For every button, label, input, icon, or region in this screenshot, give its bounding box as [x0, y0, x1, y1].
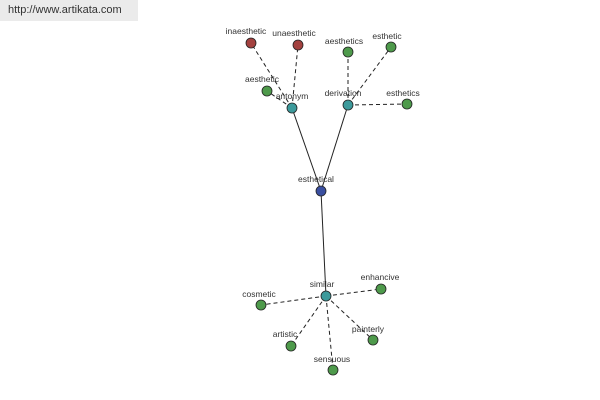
- node-relation-derivation[interactable]: derivation: [325, 88, 362, 111]
- edge-center-antonym: [291, 107, 322, 192]
- edge-antonym-aesthetic: [266, 90, 293, 109]
- node-word-esthetics-dot[interactable]: [401, 98, 413, 110]
- node-relation-antonym-label: antonym: [276, 91, 309, 101]
- edge-similar-painterly: [325, 295, 374, 341]
- node-word-sensuous-label: sensuous: [314, 354, 350, 364]
- node-center-label: esthetical: [298, 174, 334, 184]
- node-word-esthetic-dot[interactable]: [385, 41, 397, 53]
- node-relation-similar-dot[interactable]: [320, 290, 332, 302]
- edge-antonym-unaesthetic: [291, 44, 299, 109]
- node-word-painterly-dot[interactable]: [367, 334, 379, 346]
- node-relation-derivation-dot[interactable]: [342, 99, 354, 111]
- node-word-esthetic-label: esthetic: [372, 31, 402, 41]
- node-center[interactable]: esthetical: [298, 174, 334, 197]
- node-relation-derivation-label: derivation: [325, 88, 362, 98]
- node-word-artistic-label: artistic: [273, 329, 298, 339]
- node-word-sensuous-dot[interactable]: [327, 364, 339, 376]
- node-center-dot[interactable]: [315, 185, 327, 197]
- edge-similar-sensuous: [325, 295, 334, 371]
- node-word-cosmetic[interactable]: cosmetic: [242, 289, 277, 311]
- node-word-enhancive[interactable]: enhancive: [361, 272, 400, 295]
- node-relation-antonym-dot[interactable]: [286, 102, 298, 114]
- edge-similar-artistic: [290, 295, 327, 347]
- node-word-enhancive-label: enhancive: [361, 272, 400, 282]
- node-word-esthetic[interactable]: esthetic: [372, 31, 402, 53]
- node-word-inaesthetic-dot[interactable]: [245, 37, 257, 49]
- node-word-aesthetic[interactable]: aesthetic: [245, 74, 280, 97]
- node-word-esthetics[interactable]: esthetics: [386, 88, 420, 110]
- edge-antonym-inaesthetic: [250, 42, 293, 109]
- node-word-inaesthetic[interactable]: inaesthetic: [226, 26, 267, 49]
- edges: [250, 42, 408, 371]
- node-word-aesthetic-dot[interactable]: [261, 85, 273, 97]
- edge-center-similar: [320, 190, 327, 297]
- node-word-unaesthetic-label: unaesthetic: [272, 28, 316, 38]
- node-word-aesthetics-dot[interactable]: [342, 46, 354, 58]
- watermark: http://www.artikata.com: [0, 0, 138, 21]
- node-word-sensuous[interactable]: sensuous: [314, 354, 350, 376]
- node-word-painterly[interactable]: painterly: [352, 324, 385, 346]
- node-word-aesthetics-label: aesthetics: [325, 36, 363, 46]
- edge-derivation-esthetic: [347, 46, 392, 106]
- node-word-unaesthetic-dot[interactable]: [292, 39, 304, 51]
- node-word-artistic-dot[interactable]: [285, 340, 297, 352]
- nodes: esthetical antonym derivation similar inaest…: [226, 26, 420, 376]
- node-word-aesthetic-label: aesthetic: [245, 74, 280, 84]
- node-word-cosmetic-label: cosmetic: [242, 289, 276, 299]
- node-word-esthetics-label: esthetics: [386, 88, 420, 98]
- node-word-unaesthetic[interactable]: unaesthetic: [272, 28, 316, 51]
- node-relation-antonym[interactable]: antonym: [276, 91, 309, 114]
- node-word-cosmetic-dot[interactable]: [255, 299, 267, 311]
- node-word-enhancive-dot[interactable]: [375, 283, 387, 295]
- node-relation-similar[interactable]: similar: [310, 279, 335, 302]
- edge-similar-cosmetic: [260, 295, 327, 306]
- node-word-painterly-label: painterly: [352, 324, 385, 334]
- edge-derivation-esthetics: [347, 103, 408, 106]
- watermark-url: http://www.artikata.com: [8, 4, 122, 16]
- edge-similar-enhancive: [325, 288, 382, 297]
- node-relation-similar-label: similar: [310, 279, 335, 289]
- node-word-inaesthetic-label: inaesthetic: [226, 26, 267, 36]
- edge-center-derivation: [320, 104, 349, 192]
- node-word-aesthetics[interactable]: aesthetics: [325, 36, 363, 58]
- node-word-artistic[interactable]: artistic: [273, 329, 298, 352]
